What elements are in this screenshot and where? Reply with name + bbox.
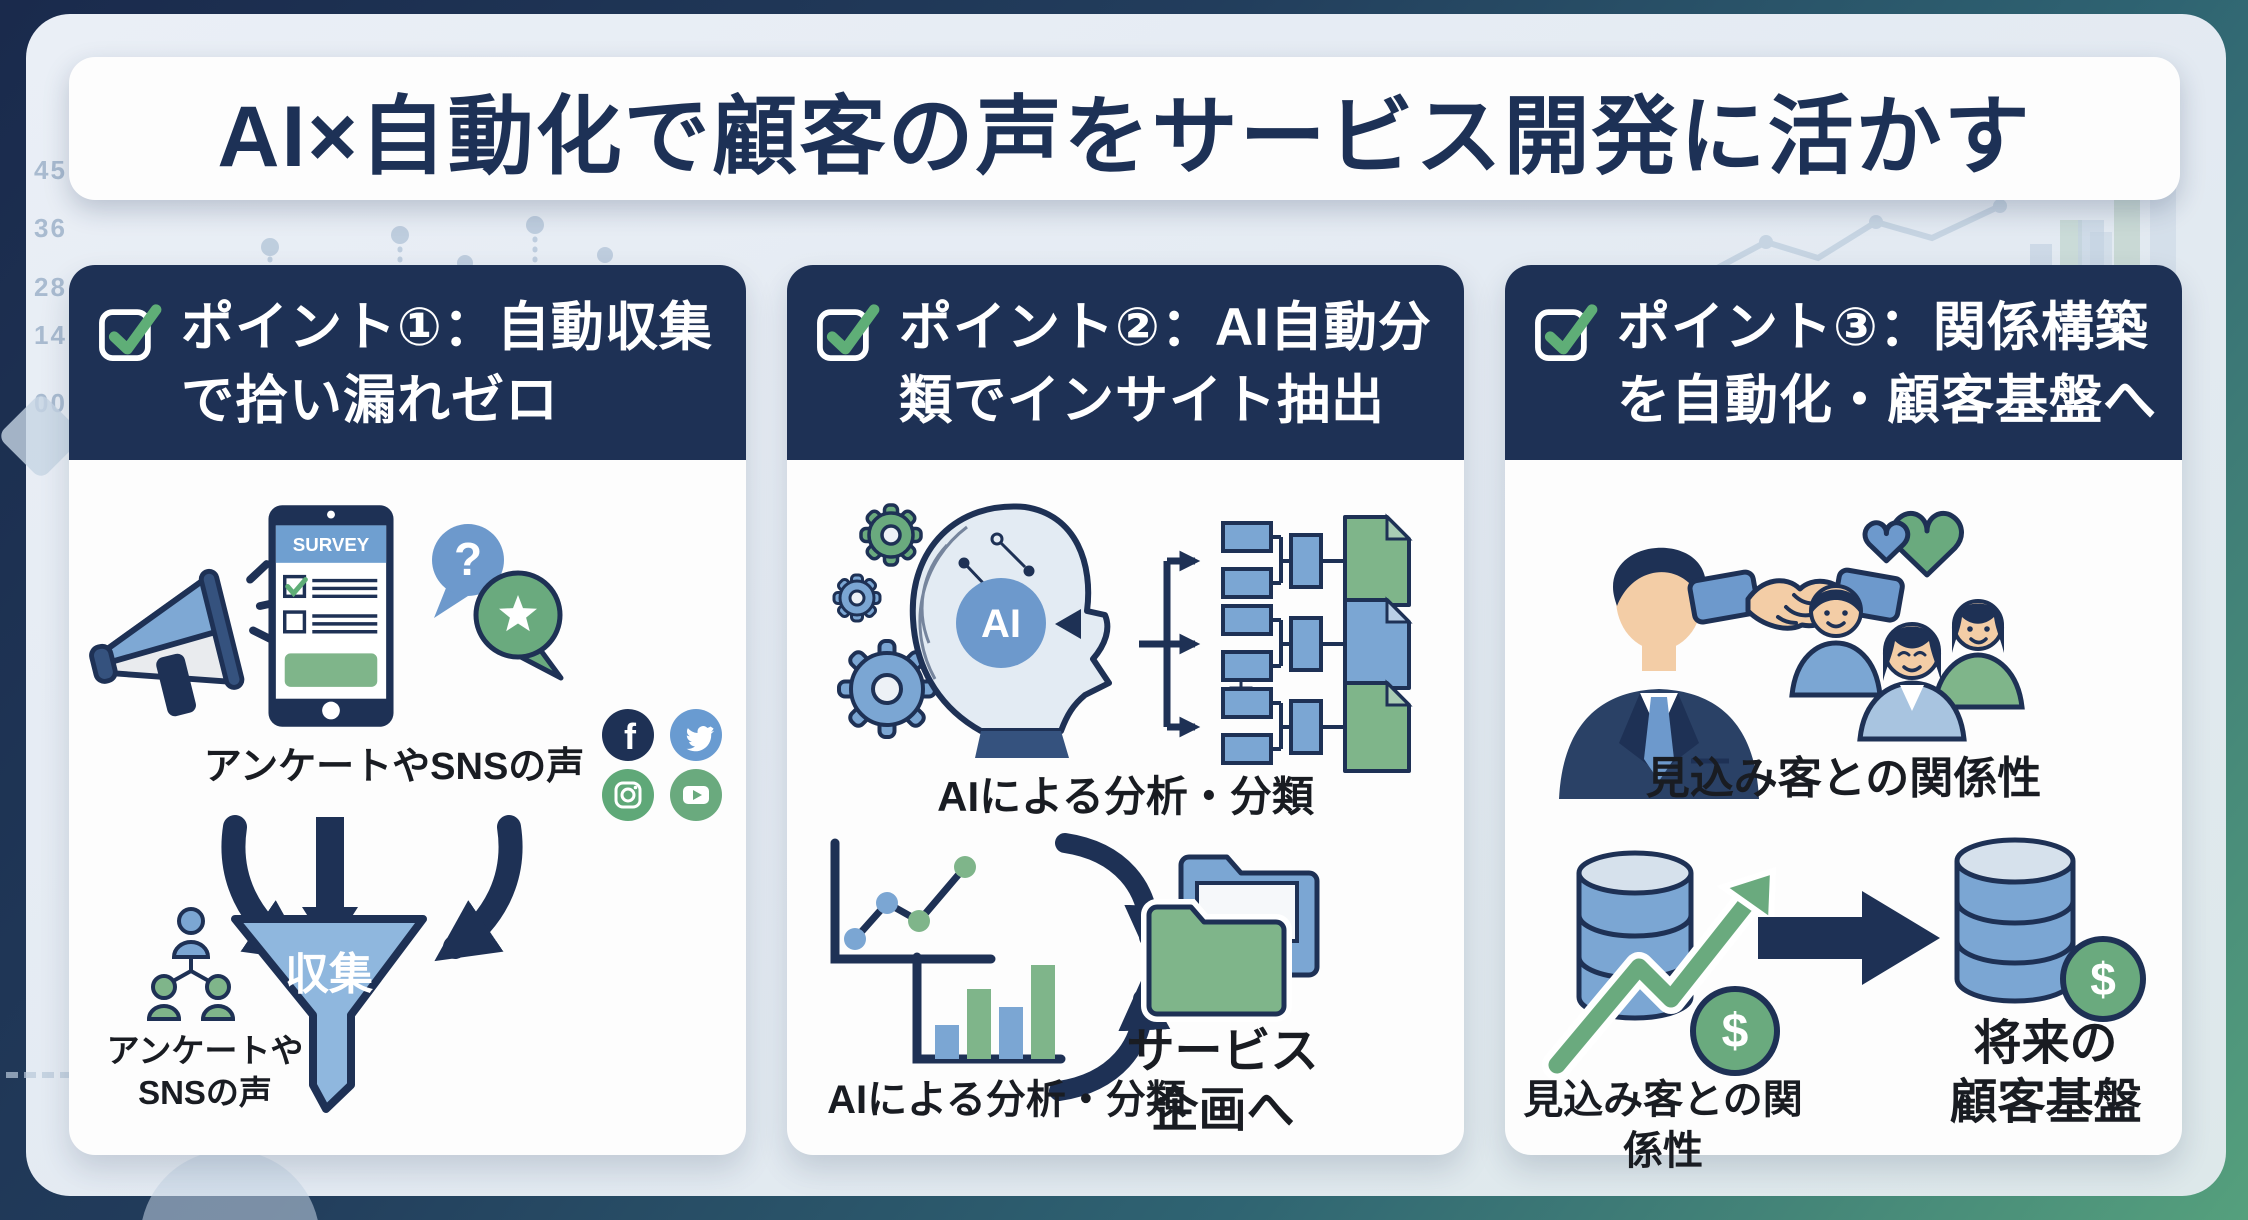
ai-head-icon: AI: [829, 493, 1169, 758]
checkbox-check-icon: [97, 299, 162, 363]
checkbox-check-icon: [815, 299, 880, 363]
bg-axis-number: 36: [34, 213, 67, 243]
database-dollar-icon: $: [1943, 827, 2148, 1039]
twitter-icon: [670, 709, 722, 761]
card-2-caption-mid: AIによる分析・分類: [937, 773, 1314, 820]
card-2-header: ポイント②：AI自動分類でインサイト抽出: [787, 265, 1464, 460]
svg-text:$: $: [2090, 953, 2116, 1005]
customers-group-icon: [1788, 559, 2030, 789]
card-2-caption-result: サービス 企画へ: [1126, 1025, 1319, 1137]
curved-arrow-up-icon: [1049, 978, 1171, 1101]
businessman-icon: [1543, 507, 1775, 799]
page-title: AI×自動化で顧客の声をサービス開発に活かす: [217, 89, 2032, 185]
card-point-1: ポイント①：自動収集で拾い漏れゼロ: [69, 265, 746, 1155]
star-bubble-icon: [471, 570, 569, 686]
hearts-icon: [1857, 501, 1975, 601]
svg-text:$: $: [1722, 1005, 1749, 1058]
classification-flowchart-icon: [1139, 513, 1459, 775]
card-3-title: ポイント③：関係構築を自動化・顧客基盤へ: [1617, 298, 2157, 431]
bg-axis-number: 28: [34, 272, 67, 302]
card-1-caption-bottom: アンケートや SNSの声: [106, 1032, 304, 1112]
folders-icon: [1141, 837, 1329, 1042]
svg-text:AI: AI: [981, 602, 1021, 646]
funnel-icon: [229, 913, 429, 1123]
bg-axis-number: 45: [34, 155, 67, 185]
bar-chart-icon: [907, 952, 1069, 1071]
right-arrow-icon: [1758, 887, 1946, 989]
card-1-header: ポイント①：自動収集で拾い漏れゼロ: [69, 265, 746, 460]
card-2-title: ポイント②：AI自動分類でインサイト抽出: [899, 298, 1432, 431]
funnel-label: 収集: [285, 950, 373, 999]
youtube-icon: [670, 769, 722, 821]
card-point-3: ポイント③：関係構築を自動化・顧客基盤へ: [1505, 265, 2182, 1173]
database-growth-icon: $: [1542, 827, 1795, 1095]
card-2-caption-bottom: AIによる分析・分類: [827, 1078, 1186, 1122]
people-network-icon: [144, 905, 239, 1023]
bg-axis-number: 14: [34, 320, 67, 350]
svg-text:f: f: [624, 716, 637, 757]
bg-dash-decoration: [6, 1072, 126, 1078]
facebook-icon: f: [602, 709, 654, 761]
survey-tablet-icon: SURVEY: [267, 503, 395, 729]
card-1-caption-top: アンケートやSNSの声: [203, 746, 585, 788]
svg-text:SURVEY: SURVEY: [293, 534, 370, 555]
megaphone-icon: [89, 550, 294, 745]
card-1-title: ポイント①：自動収集で拾い漏れゼロ: [181, 298, 713, 431]
title-bar: AI×自動化で顧客の声をサービス開発に活かす: [69, 57, 2180, 200]
svg-text:?: ?: [454, 533, 482, 585]
card-3-caption-bottom: 見込み客との関係性: [1523, 1078, 1803, 1174]
instagram-icon: [602, 769, 654, 821]
question-bubble-icon: ?: [426, 520, 514, 626]
card-3-header: ポイント③：関係構築を自動化・顧客基盤へ: [1505, 265, 2182, 460]
card-3-caption-result: 将来の 顧客基盤: [1949, 1017, 2142, 1129]
checkbox-check-icon: [1533, 299, 1598, 363]
social-icons-group: f: [602, 709, 722, 821]
card-3-caption-top: 見込み客との関係性: [1645, 754, 2042, 803]
line-chart-icon: [821, 837, 999, 975]
card-point-2: ポイント②：AI自動分類でインサイト抽出: [787, 265, 1464, 1155]
